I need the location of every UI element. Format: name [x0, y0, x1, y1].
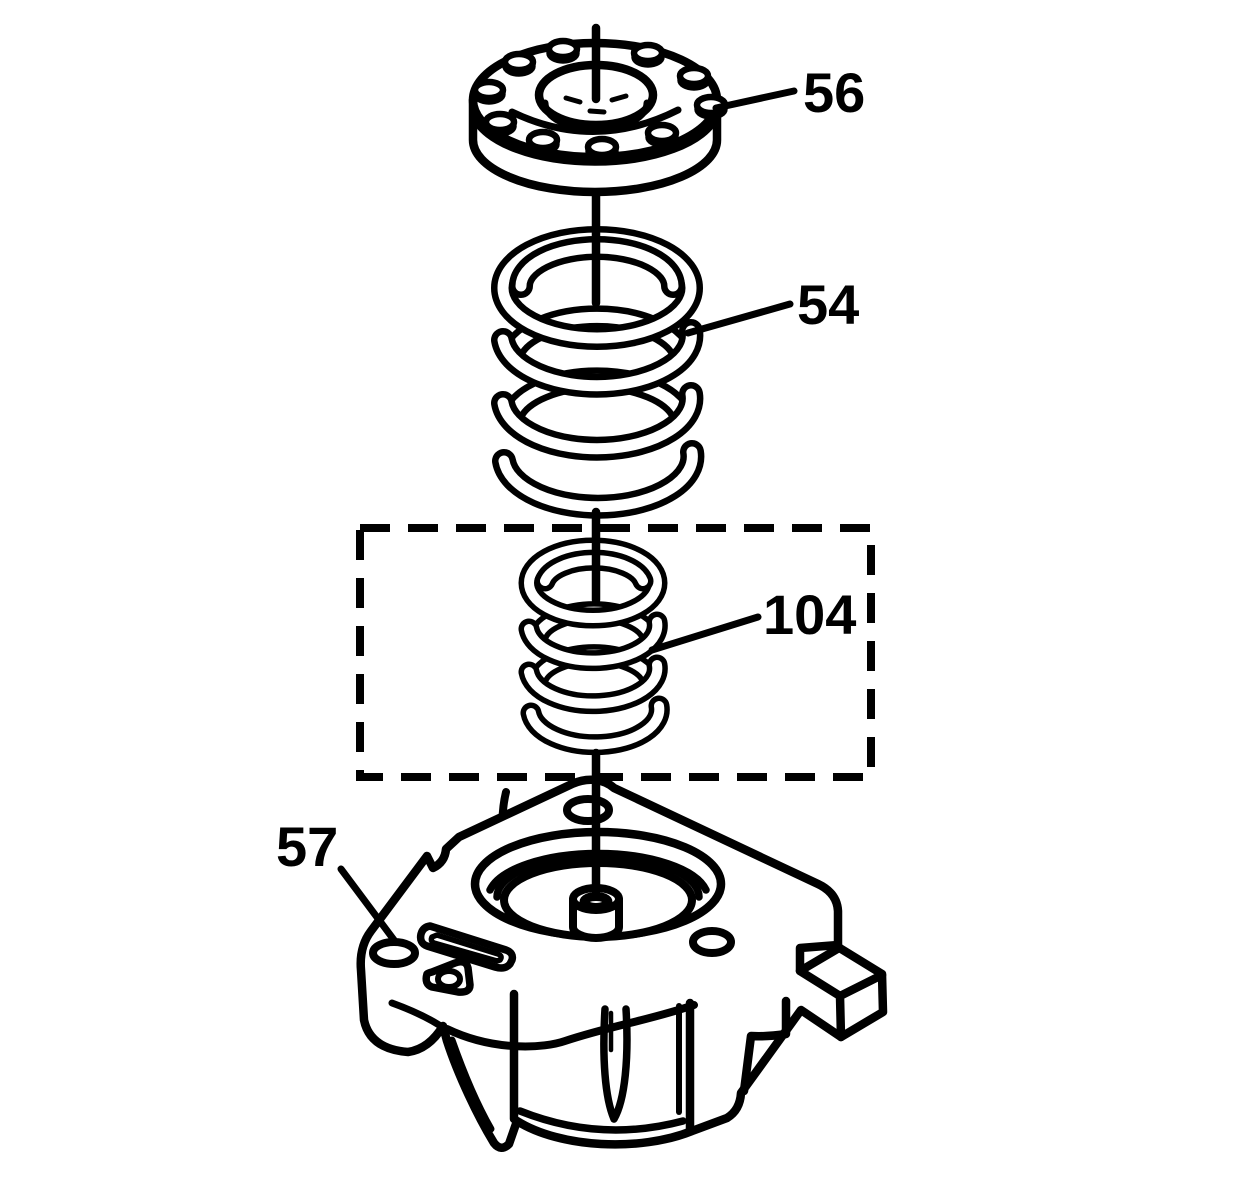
flange-hole-left	[369, 938, 419, 968]
flange-slot-inner	[428, 932, 504, 964]
orifice-counterbore	[645, 134, 679, 148]
orifice-hole	[525, 128, 561, 152]
large-spring-illustration	[491, 226, 705, 519]
coil-front-arc	[524, 617, 663, 666]
orifice-hole	[676, 64, 712, 88]
callout-104: 104	[648, 583, 856, 654]
callout-label-54: 54	[797, 273, 859, 336]
orifice-hole	[482, 110, 518, 134]
callout-label-56: 56	[803, 61, 865, 124]
dashed-highlight-box	[356, 524, 875, 781]
orifice-hole	[630, 41, 666, 65]
coil-front-arc	[497, 388, 697, 455]
left-neck-line	[388, 999, 449, 1033]
housing-illustration	[356, 775, 888, 1152]
flange-hole-top	[563, 795, 613, 825]
callout-57: 57	[276, 815, 398, 944]
callout-label-104: 104	[763, 583, 856, 646]
orifice-hole	[644, 121, 680, 145]
callout-56: 56	[712, 61, 865, 124]
tab-edges	[795, 943, 887, 1042]
callout-leader-104	[648, 613, 762, 654]
callout-leader-56	[712, 87, 798, 112]
callout-label-57: 57	[276, 815, 338, 878]
coil-front-arc	[526, 701, 665, 750]
coil-back-arc	[507, 311, 687, 358]
flange-hole-right	[689, 927, 735, 957]
orifice-hole	[471, 78, 507, 102]
orifice-counterbore	[677, 77, 711, 91]
orifice-counterbore	[631, 54, 665, 68]
orifice-counterbore	[502, 63, 536, 77]
callout-54: 54	[684, 273, 859, 337]
flange-underside-contour	[443, 1001, 698, 1051]
cup-blade-slot	[600, 1005, 631, 1123]
hidden-line-dashes	[563, 93, 629, 115]
small-spring-illustration	[518, 537, 670, 756]
skirt-inner-line	[448, 1036, 495, 1133]
callouts: 56 54 104 57	[276, 61, 865, 944]
orifice-counterbore	[694, 106, 728, 120]
orifice-counterbore	[472, 91, 506, 105]
flange-notch-edge	[795, 940, 843, 976]
orifice-counterbore	[483, 123, 517, 137]
orifice-counterbore	[585, 148, 619, 162]
cover-center-hole-depth	[541, 99, 651, 133]
callout-leader-54	[684, 300, 794, 337]
right-lobe-edges	[739, 996, 791, 1096]
orifice-hole	[545, 37, 581, 61]
orifice-counterbore	[526, 141, 560, 155]
callout-leader-57	[337, 865, 398, 944]
flange-triangle-hole	[435, 968, 463, 990]
orifice-hole	[501, 50, 537, 74]
cover-orifice-holes	[471, 37, 729, 162]
orifice-counterbore	[546, 50, 580, 64]
coil-front-arc	[498, 446, 698, 513]
orifice-hole	[584, 135, 620, 159]
coil-front-arc	[524, 660, 663, 709]
center-boss-bore	[579, 892, 613, 912]
coil-front-arc	[497, 325, 697, 392]
cup-bottom-inner-rim	[516, 1107, 687, 1134]
